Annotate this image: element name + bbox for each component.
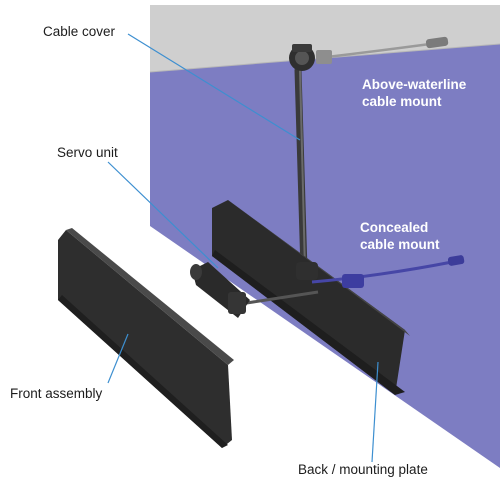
front-assembly-part [58, 228, 234, 448]
label-concealed-line2: cable mount [360, 237, 440, 252]
concealed-cable [296, 255, 465, 288]
above-waterline-cable [316, 36, 449, 64]
label-front-assembly: Front assembly [10, 386, 103, 401]
label-above-waterline-cable-mount: Above-waterline cable mount [362, 76, 466, 110]
cable-cover-tube [289, 44, 315, 274]
label-cable-cover: Cable cover [43, 24, 116, 39]
label-back-mounting-plate: Back / mounting plate [298, 462, 428, 477]
servo-unit-part [190, 262, 250, 318]
leader-lines [107, 33, 379, 463]
label-above-waterline-line1: Above-waterline [362, 77, 467, 92]
label-concealed-cable-mount: Concealed cable mount [360, 219, 440, 253]
label-above-waterline-line2: cable mount [362, 94, 442, 109]
label-concealed-line1: Concealed [360, 220, 429, 235]
wall-upper-region [150, 5, 500, 72]
hull-region [150, 44, 500, 468]
back-mounting-plate [212, 200, 410, 395]
label-servo-unit: Servo unit [57, 145, 118, 160]
servo-rod [239, 290, 319, 306]
